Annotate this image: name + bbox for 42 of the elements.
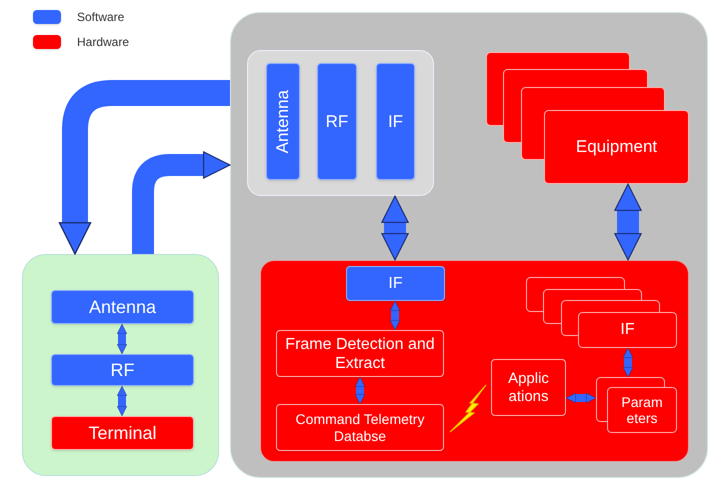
block-arrow [381, 195, 409, 261]
stacked-hardware-cards [596, 377, 677, 433]
legend-label: Hardware [77, 34, 130, 51]
node-label: Frame Detection and Extract [284, 334, 436, 372]
node-label: Equipment [576, 136, 658, 158]
node-label: IF [388, 274, 403, 294]
block-arrow [623, 348, 633, 378]
software-box [266, 63, 300, 180]
software-box [346, 266, 445, 301]
block-arrow [390, 300, 400, 330]
software-box [376, 63, 415, 180]
node-label: Terminal [88, 422, 157, 444]
hardware-box [276, 330, 444, 377]
block-arrow [614, 183, 642, 261]
software-box [317, 63, 357, 180]
hardware-box [276, 404, 444, 451]
node-label: Command Telemetry Databse [294, 410, 426, 444]
software-box [51, 354, 194, 386]
node-label: Param eters [620, 394, 664, 426]
block-arrow [132, 151, 231, 254]
panel [230, 12, 708, 478]
node-label: IF [620, 320, 635, 340]
block-arrow [117, 386, 127, 416]
block-arrow [58, 80, 230, 255]
block-arrow [117, 324, 127, 354]
node-label: RF [326, 110, 348, 133]
node-label: Antenna [272, 90, 294, 154]
node-label: Applic ations [507, 370, 550, 406]
group-panel [247, 50, 434, 196]
node-label: RF [110, 358, 134, 382]
block-arrow [355, 376, 365, 404]
node-label: Antenna [88, 296, 156, 318]
node-label: IF [388, 110, 404, 133]
legend-label: Software [77, 9, 124, 26]
stacked-hardware-cards [486, 52, 689, 184]
panel [22, 254, 219, 476]
hardware-box [51, 416, 194, 450]
hardware-panel [260, 260, 689, 462]
block-arrow [566, 393, 596, 403]
software-box [51, 290, 194, 324]
hardware-box [491, 359, 566, 416]
stacked-hardware-cards [526, 277, 677, 348]
